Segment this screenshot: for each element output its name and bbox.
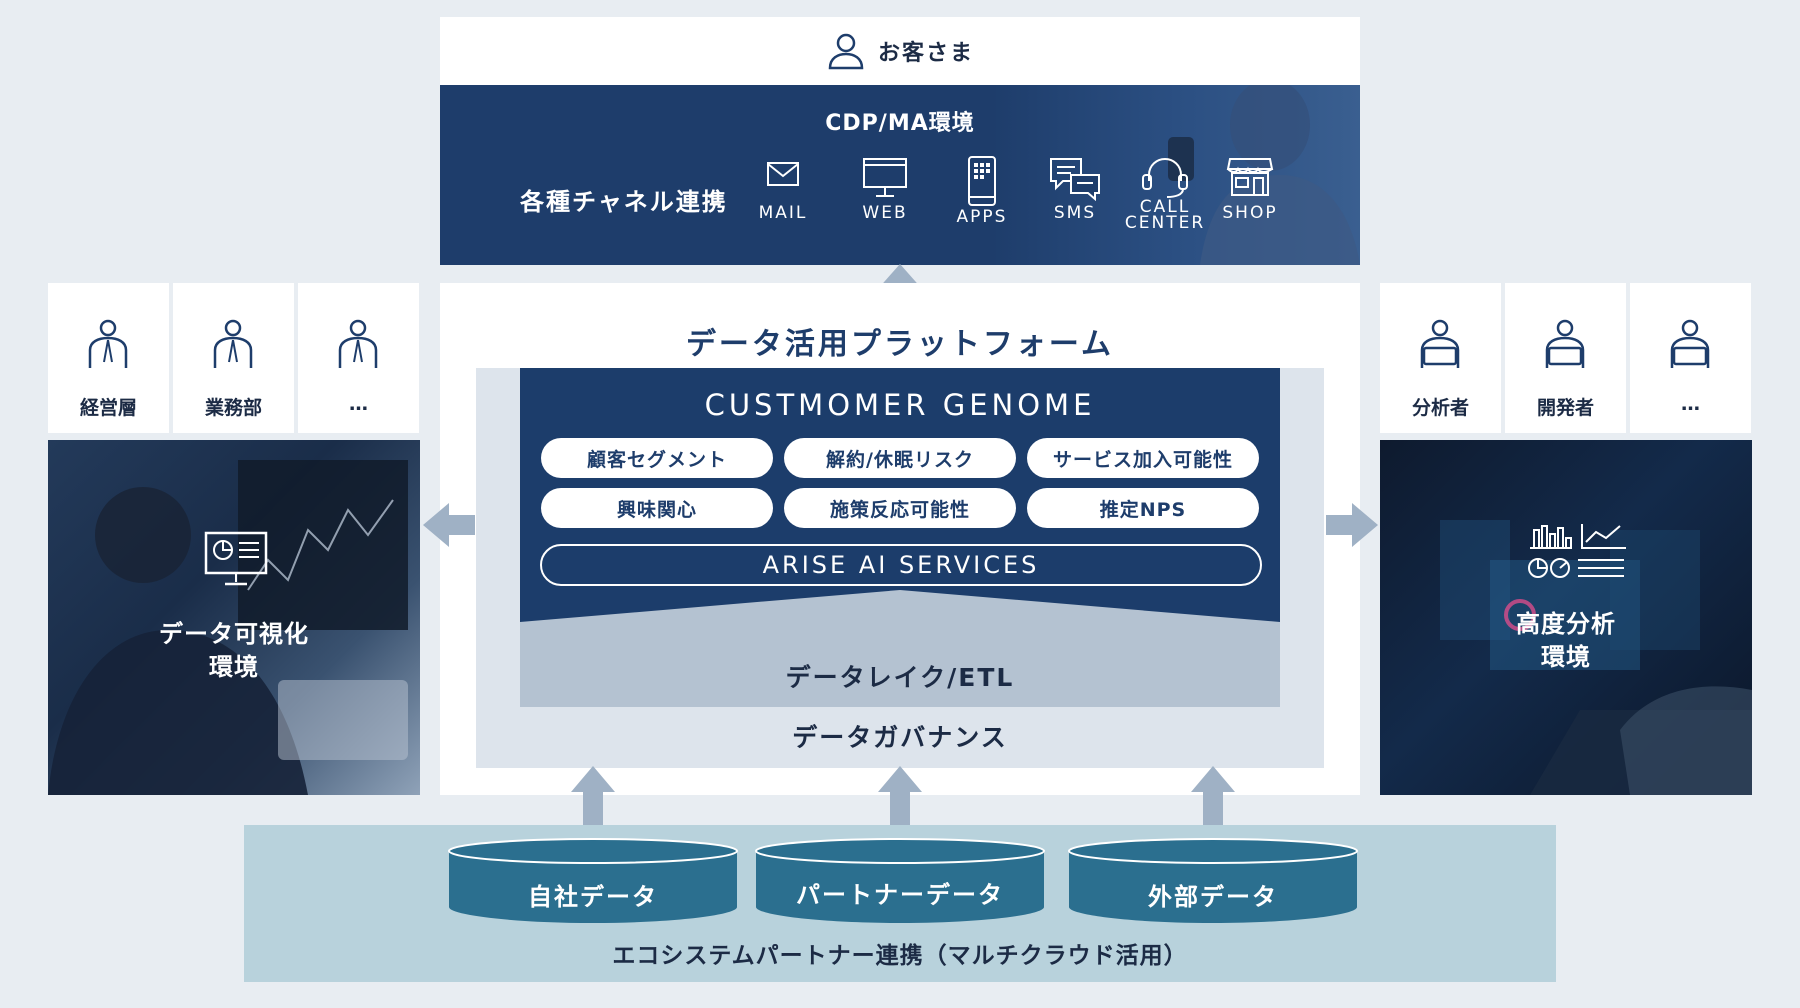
customer-label: お客さま — [877, 41, 974, 66]
partner-data-label: パートナーデータ — [796, 881, 1004, 909]
channel-sms-label: SMS — [1053, 203, 1097, 223]
analytics-charts-icon — [1528, 524, 1626, 578]
channel-apps: APPS — [937, 155, 1027, 255]
arrow-up-own-data — [571, 766, 615, 828]
database-cylinder-icon — [1068, 838, 1358, 923]
data-lake-box: データレイク/ETL — [520, 590, 1280, 707]
role-executives-label: 経営層 — [79, 397, 137, 419]
advanced-analytics-environment-panel: 高度分析 環境 — [1380, 440, 1752, 795]
cylinder-external-data: 外部データ — [1067, 837, 1359, 925]
channel-mail-label: MAIL — [758, 203, 808, 223]
pill-interest: 興味関心 — [541, 488, 773, 528]
ecosystem-panel: 自社データ パートナーデータ 外部データ エコシステムパートナー連携（マルチクラ… — [244, 825, 1556, 982]
role-business-dept: 業務部 — [173, 283, 294, 433]
database-cylinder-icon — [755, 838, 1045, 923]
channel-apps-label: APPS — [956, 207, 1008, 227]
person-tie-icon — [88, 319, 128, 368]
visualization-env-label: データ可視化 環境 — [159, 620, 309, 681]
platform-title: データ活用プラットフォーム — [685, 327, 1115, 362]
pill-response-propensity: 施策反応可能性 — [784, 488, 1016, 528]
database-cylinder-icon — [448, 838, 738, 923]
role-others-left: … — [298, 283, 419, 433]
smartphone-icon — [968, 156, 996, 206]
pill-segment: 顧客セグメント — [541, 438, 773, 478]
channel-call-center: CALL CENTER — [1120, 155, 1210, 255]
person-icon — [828, 33, 864, 70]
cdp-title: CDP/MA環境 — [825, 111, 975, 136]
role-others-right-label: … — [1681, 393, 1700, 415]
channel-web: WEB — [840, 153, 930, 253]
channel-call-center-label: CALL CENTER — [1124, 197, 1206, 233]
role-others-right: … — [1630, 283, 1751, 433]
role-others-left-label: … — [349, 393, 368, 415]
store-icon — [1226, 158, 1274, 196]
role-analyst-label: 分析者 — [1411, 397, 1469, 419]
data-platform-panel: データ活用プラットフォーム CUSTMOMER GENOME 顧客セグメント 解… — [440, 283, 1360, 795]
analyst-laptop-photo-silhouette — [1440, 520, 1752, 795]
role-business-dept-label: 業務部 — [204, 397, 262, 419]
person-tie-icon — [213, 319, 253, 368]
arrow-right-to-analytics — [1326, 503, 1378, 547]
arise-ai-services: ARISE AI SERVICES — [540, 544, 1262, 586]
role-analyst: 分析者 — [1380, 283, 1501, 433]
role-developer-label: 開発者 — [1536, 397, 1594, 419]
arrow-up-partner-data — [878, 766, 922, 828]
data-lake-label: データレイク/ETL — [785, 663, 1015, 692]
channel-label: 各種チャネル連携 — [520, 188, 728, 216]
woman-photo-silhouette — [1168, 85, 1360, 265]
mail-icon — [767, 162, 799, 186]
person-laptop-icon — [1420, 319, 1460, 368]
monitor-icon — [863, 158, 907, 197]
pill-estimated-nps: 推定NPS — [1027, 488, 1259, 528]
cylinder-own-data: 自社データ — [447, 837, 739, 925]
dashboard-icon — [204, 531, 268, 586]
external-data-label: 外部データ — [1148, 883, 1278, 911]
governance-label: データガバナンス — [792, 723, 1008, 752]
lake-shape — [520, 590, 1280, 707]
ecosystem-label: エコシステムパートナー連携（マルチクラウド活用） — [612, 943, 1188, 969]
role-developer: 開発者 — [1505, 283, 1626, 433]
cylinder-partner-data: パートナーデータ — [754, 837, 1046, 925]
arrow-left-to-visualization — [423, 503, 475, 547]
visualization-environment-panel: データ可視化 環境 — [48, 440, 420, 795]
channel-sms: SMS — [1030, 153, 1120, 253]
headset-icon — [1142, 157, 1188, 198]
pill-churn-risk: 解約/休眠リスク — [784, 438, 1016, 478]
person-tie-icon — [338, 319, 378, 368]
channel-shop-label: SHOP — [1222, 203, 1278, 223]
customer-header: お客さま — [440, 17, 1360, 85]
arrow-up-external-data — [1191, 766, 1235, 828]
channel-shop: SHOP — [1205, 153, 1295, 253]
person-laptop-icon — [1545, 319, 1585, 368]
channel-web-label: WEB — [862, 203, 908, 223]
chat-icon — [1050, 158, 1100, 201]
cdp-ma-panel: CDP/MA環境 各種チャネル連携 MAIL WEB APPS — [440, 85, 1360, 265]
person-laptop-icon — [1670, 319, 1710, 368]
governance-box: CUSTMOMER GENOME 顧客セグメント 解約/休眠リスク サービス加入… — [476, 368, 1324, 768]
own-data-label: 自社データ — [528, 883, 658, 911]
role-executives: 経営層 — [48, 283, 169, 433]
pill-service-propensity: サービス加入可能性 — [1027, 438, 1259, 478]
analytics-env-label: 高度分析 環境 — [1516, 610, 1616, 671]
channel-mail: MAIL — [738, 153, 828, 253]
genome-title: CUSTMOMER GENOME — [704, 388, 1096, 422]
